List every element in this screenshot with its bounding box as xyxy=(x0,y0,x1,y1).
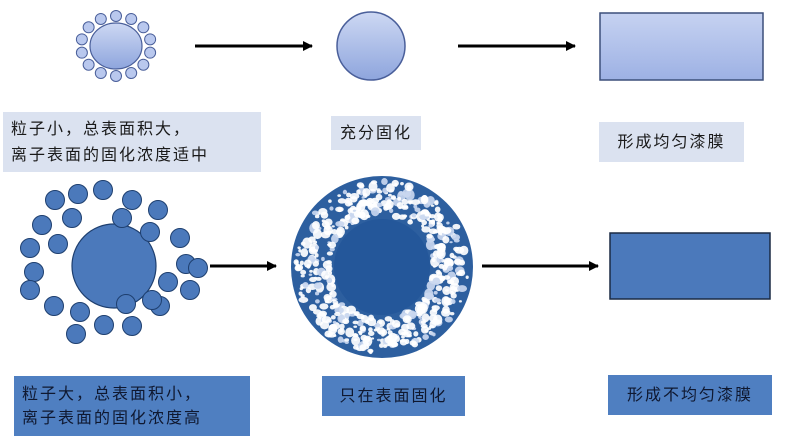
small-satellite-particle xyxy=(125,12,138,25)
label-row2-middle: 只在表面固化 xyxy=(322,376,465,416)
large-satellite-particle xyxy=(62,208,82,228)
uniform-film-rect xyxy=(599,12,764,81)
large-satellite-particle xyxy=(94,315,114,335)
large-satellite-particle xyxy=(122,316,142,336)
large-satellite-particle xyxy=(70,302,90,322)
large-particle-cluster xyxy=(20,180,208,344)
large-satellite-particle xyxy=(170,228,190,248)
large-satellite-particle xyxy=(48,234,68,254)
large-satellite-particle xyxy=(158,272,178,292)
small-satellite-particle xyxy=(137,58,150,71)
large-satellite-particle xyxy=(140,222,160,242)
large-satellite-particle xyxy=(32,215,52,235)
small-satellite-particle xyxy=(94,12,107,25)
label-row2-end: 形成不均匀漆膜 xyxy=(608,375,772,415)
small-satellite-particle xyxy=(137,21,150,34)
large-satellite-particle xyxy=(24,262,44,282)
small-satellite-particle xyxy=(94,67,107,80)
large-satellite-particle xyxy=(20,280,40,300)
small-satellite-particle xyxy=(125,67,138,80)
large-satellite-particle xyxy=(116,294,136,314)
large-satellite-particle xyxy=(68,184,88,204)
small-core-particle xyxy=(89,22,143,70)
large-satellite-particle xyxy=(93,180,113,200)
label-row1-end: 形成均匀漆膜 xyxy=(599,122,744,162)
large-satellite-particle xyxy=(180,280,200,300)
small-satellite-particle xyxy=(82,58,95,71)
small-satellite-particle xyxy=(75,33,88,46)
label-row2-start: 粒子大，总表面积小， 离子表面的固化浓度高 xyxy=(14,376,250,436)
large-satellite-particle xyxy=(112,208,132,228)
large-satellite-particle xyxy=(44,296,64,316)
small-satellite-particle xyxy=(75,46,88,59)
label-row1-start: 粒子小，总表面积大， 离子表面的固化浓度适中 xyxy=(3,112,261,172)
large-satellite-particle xyxy=(66,324,86,344)
small-satellite-particle xyxy=(110,10,122,22)
non-uniform-film-rect xyxy=(609,232,771,300)
small-satellite-particle xyxy=(82,21,95,34)
small-satellite-particle xyxy=(144,33,157,46)
large-satellite-particle xyxy=(188,258,208,278)
large-satellite-particle xyxy=(45,190,65,210)
large-satellite-particle xyxy=(20,238,40,258)
small-satellite-particle xyxy=(144,46,157,59)
fully-cured-particle xyxy=(336,11,406,81)
large-satellite-particle xyxy=(148,200,168,220)
surface-cured-particle xyxy=(291,176,473,358)
large-satellite-particle xyxy=(142,290,162,310)
small-particle-cluster xyxy=(75,10,157,82)
large-satellite-particle xyxy=(122,190,142,210)
small-satellite-particle xyxy=(110,70,122,82)
label-row1-middle: 充分固化 xyxy=(331,116,421,150)
